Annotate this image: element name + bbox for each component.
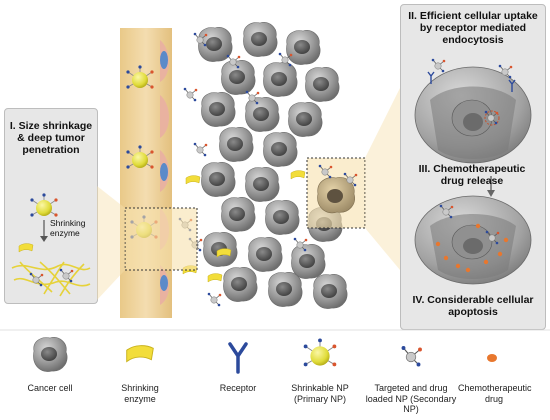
receptor-icon — [228, 342, 248, 374]
shrinkable-np-icon — [303, 337, 337, 367]
drug-icon — [487, 354, 497, 362]
legend-label-shrinking-enzyme: Shrinking enzyme — [121, 383, 159, 404]
cancer-cell-icon — [32, 336, 68, 373]
right-panel-cell-release — [414, 195, 532, 285]
step1-title: I. Size shrinkage & deep tumor penetrati… — [9, 120, 93, 156]
legend-label-receptor: Receptor — [219, 383, 257, 393]
zoom-connector-left — [97, 186, 125, 300]
legend-label-shrinkable-np: Shrinkable NP (Primary NP) — [291, 383, 349, 404]
step3-title: III. Chemotherapeutic drug release — [418, 163, 526, 187]
right-panel-cell-uptake — [414, 58, 532, 164]
targeted-cell — [317, 164, 358, 214]
left-panel-illustration — [11, 192, 91, 297]
legend-label-secondary-np: Targeted and drug loaded NP (Secondary N… — [365, 383, 457, 414]
shrinking-enzyme-icon — [126, 345, 154, 363]
legend-label-drug: Chemotherapeutic drug — [458, 383, 532, 404]
step2-title: II. Efficient cellular uptake by recepto… — [408, 10, 538, 46]
zoom-connector-right — [365, 88, 400, 270]
endothelial-cells — [160, 40, 169, 305]
shrinking-enzyme-label: Shrinking enzyme — [50, 218, 86, 238]
step4-title: IV. Considerable cellular apoptosis — [412, 294, 534, 318]
zoom-box-left — [124, 207, 198, 271]
secondary-np-icon — [400, 345, 423, 368]
step-arrow — [487, 176, 495, 197]
legend-label-cancer-cell: Cancer cell — [27, 383, 73, 393]
